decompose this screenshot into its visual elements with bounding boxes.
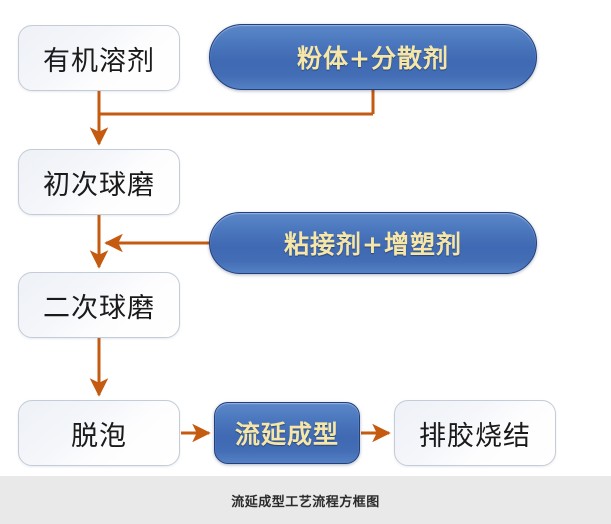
node-organic-solvent[interactable]: 有机溶剂 <box>18 25 180 91</box>
node-tape-casting-label: 流延成型 <box>234 420 339 449</box>
node-binder-plasticizer-label: 粘接剂+增塑剂 <box>284 230 462 259</box>
caption-text: 流延成型工艺流程方框图 <box>231 494 380 510</box>
node-first-ball-milling[interactable]: 初次球磨 <box>18 149 180 215</box>
node-tape-casting[interactable]: 流延成型 <box>214 402 360 464</box>
node-binder-plasticizer[interactable]: 粘接剂+增塑剂 <box>209 212 537 274</box>
node-second-ball-milling-label: 二次球磨 <box>43 292 155 324</box>
node-second-ball-milling[interactable]: 二次球磨 <box>18 272 180 338</box>
node-debinding-sintering-label: 排胶烧结 <box>419 420 531 452</box>
node-degassing-label: 脱泡 <box>71 420 127 452</box>
flowchart-canvas: 有机溶剂 粉体+分散剂 初次球磨 粘接剂+增塑剂 二次球磨 脱泡 流延成型 排胶… <box>18 24 556 466</box>
node-organic-solvent-label: 有机溶剂 <box>43 45 155 77</box>
node-powder-dispersant-label: 粉体+分散剂 <box>297 44 449 73</box>
node-debinding-sintering[interactable]: 排胶烧结 <box>394 400 556 466</box>
node-first-ball-milling-label: 初次球磨 <box>43 169 155 201</box>
node-degassing[interactable]: 脱泡 <box>18 400 180 466</box>
node-powder-dispersant[interactable]: 粉体+分散剂 <box>209 24 537 90</box>
caption-bar: 流延成型工艺流程方框图 <box>0 476 611 524</box>
